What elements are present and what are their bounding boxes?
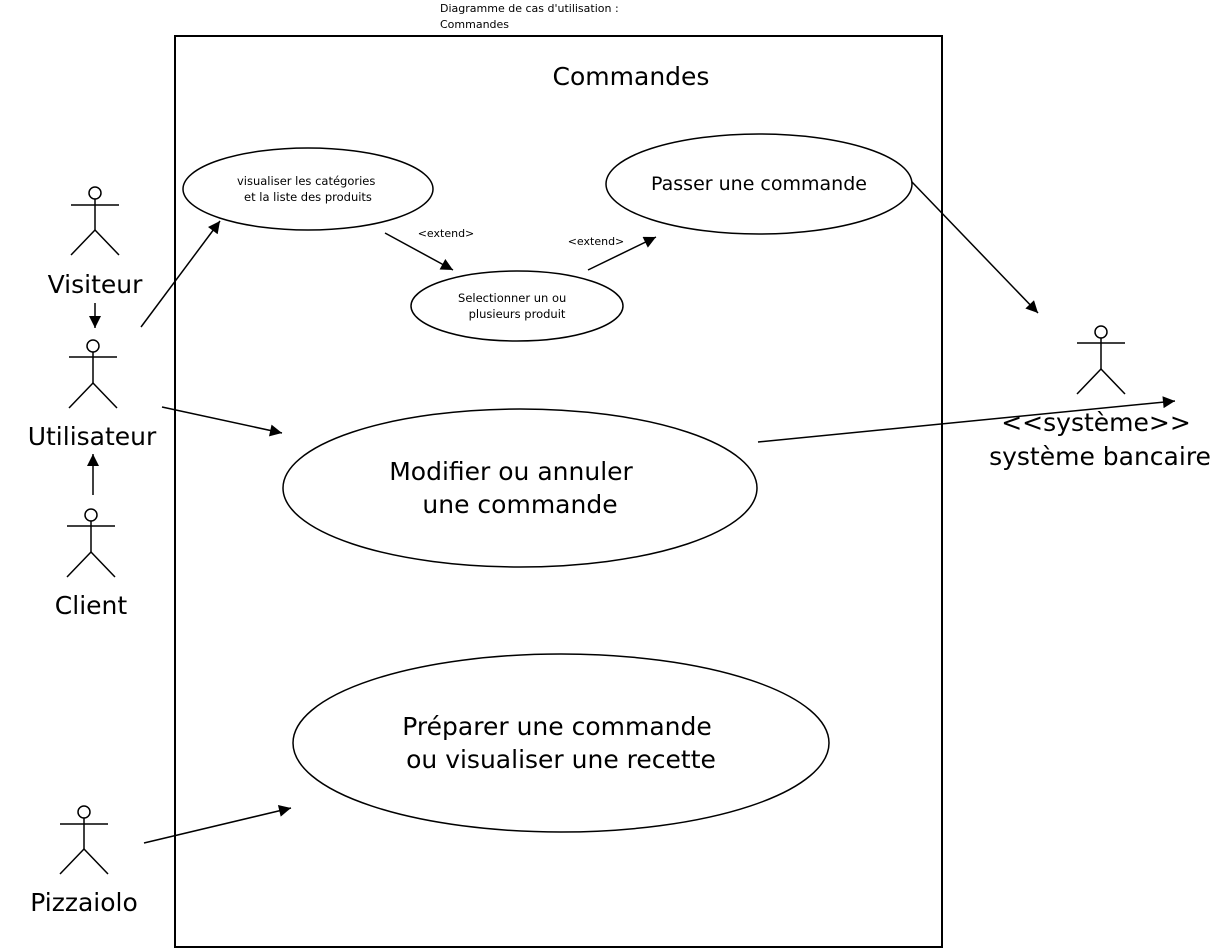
use-case-modifier[interactable]: Modifier ou annuler une commande xyxy=(282,408,758,568)
caption-line-1: Diagramme de cas d'utilisation : xyxy=(440,2,619,15)
actor-visiteur[interactable] xyxy=(70,186,120,256)
diagram-caption: Diagramme de cas d'utilisation : Command… xyxy=(440,1,619,33)
system-boundary xyxy=(174,35,943,948)
use-case-selectionner[interactable]: Selectionner un ou plusieurs produit xyxy=(410,270,624,342)
actor-utilisateur-label: Utilisateur xyxy=(28,422,157,451)
system-boundary-title: Commandes xyxy=(553,62,710,91)
use-case-modifier-label: Modifier ou annuler une commande xyxy=(389,457,641,519)
arrow-visualiser-to-selectionner xyxy=(384,232,454,271)
actor-systeme-bancaire-name: système bancaire xyxy=(989,442,1211,471)
use-case-preparer[interactable]: Préparer une commande ou visualiser une … xyxy=(292,653,830,833)
actor-client[interactable] xyxy=(66,508,116,578)
use-case-passer[interactable]: Passer une commande xyxy=(605,133,913,235)
actor-utilisateur[interactable] xyxy=(68,339,118,409)
use-case-visualiser-line-2: et la liste des produits xyxy=(244,190,372,204)
extend-label-2: <extend> xyxy=(568,235,625,248)
use-case-passer-label: Passer une commande xyxy=(651,173,867,195)
actor-systeme-bancaire-stereotype: <<système>> xyxy=(1001,408,1191,437)
arrow-passer-to-systeme-bancaire xyxy=(911,181,1039,314)
use-case-preparer-line-2: ou visualiser une recette xyxy=(406,745,716,774)
use-case-visualiser-label: visualiser les catégories et la liste de… xyxy=(237,174,379,204)
arrow-pizzaiolo-to-preparer xyxy=(143,804,292,844)
actor-visiteur-label: Visiteur xyxy=(48,270,143,299)
use-case-selectionner-line-1: Selectionner un ou xyxy=(458,291,566,305)
actor-pizzaiolo-label: Pizzaiolo xyxy=(30,888,138,917)
arrow-utilisateur-to-visualiser xyxy=(140,220,221,328)
use-case-modifier-line-2: une commande xyxy=(422,490,617,519)
arrow-utilisateur-to-modifier xyxy=(161,406,283,437)
arrow-selectionner-to-passer xyxy=(587,236,657,271)
use-case-passer-line-1: Passer une commande xyxy=(651,173,867,195)
use-case-visualiser[interactable]: visualiser les catégories et la liste de… xyxy=(182,147,434,231)
actor-pizzaiolo[interactable] xyxy=(59,805,109,875)
actor-systeme-bancaire-label: <<système>> système bancaire xyxy=(989,408,1211,471)
extend-label-1: <extend> xyxy=(418,227,475,240)
caption-line-2: Commandes xyxy=(440,18,510,31)
use-case-preparer-label: Préparer une commande ou visualiser une … xyxy=(402,712,719,774)
arrow-modifier-to-systeme-bancaire xyxy=(757,396,1176,443)
use-case-visualiser-line-1: visualiser les catégories xyxy=(237,174,375,188)
actor-systeme-bancaire[interactable] xyxy=(1076,325,1126,395)
use-case-selectionner-label: Selectionner un ou plusieurs produit xyxy=(458,291,570,321)
use-case-modifier-line-1: Modifier ou annuler xyxy=(389,457,633,486)
actor-client-label: Client xyxy=(55,591,128,620)
use-case-selectionner-line-2: plusieurs produit xyxy=(469,307,566,321)
use-case-preparer-line-1: Préparer une commande xyxy=(402,712,711,741)
